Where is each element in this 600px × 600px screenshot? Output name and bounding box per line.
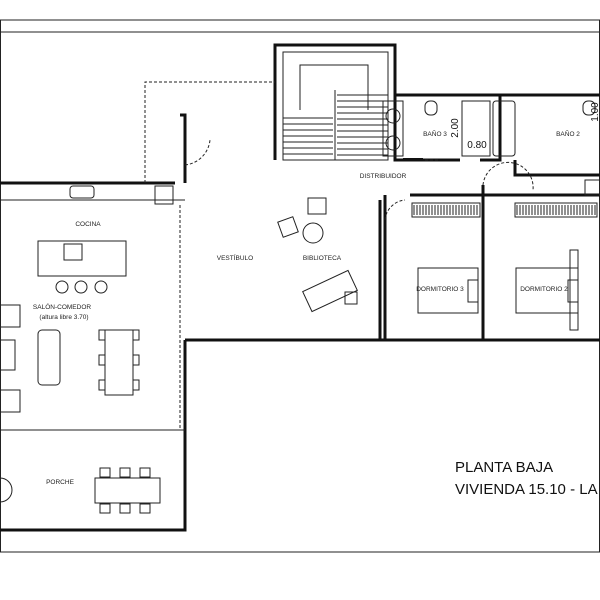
label-porche: PORCHE	[46, 479, 74, 486]
dining-chair	[98, 354, 106, 366]
dining-chair	[132, 379, 140, 391]
label-vestibulo: VESTÍBULO	[217, 253, 253, 262]
dimension-bano-2: 1.00	[590, 102, 600, 122]
label-distribuidor: DISTRIBUIDOR	[360, 173, 407, 180]
label-bano-2: BAÑO 2	[556, 129, 580, 138]
dining-chair	[132, 354, 140, 366]
dashed-lines	[144, 81, 534, 430]
label-dormitorio-3: DORMITORIO 3	[416, 286, 464, 293]
beds	[417, 249, 579, 331]
label-salon-comedor: SALÓN-COMEDOR	[33, 302, 91, 311]
porch-chair	[99, 503, 111, 514]
porch-furniture	[0, 467, 161, 514]
living-furniture	[0, 304, 140, 413]
porch-chair	[119, 503, 131, 514]
dining-chair	[132, 329, 140, 341]
bathroom-fixtures	[382, 100, 600, 196]
dining-chair	[98, 379, 106, 391]
label-bano-3: BAÑO 3	[423, 129, 447, 138]
label-cocina: COCINA	[75, 221, 101, 228]
porch-chair	[99, 467, 111, 478]
dining-chair	[98, 329, 106, 341]
porch-chair	[139, 503, 151, 514]
porch-chair	[139, 467, 151, 478]
label-salon-note: (altura libre 3.70)	[39, 314, 88, 321]
room-labels: DISTRIBUIDOR COCINA VESTÍBULO BIBLIOTECA…	[33, 129, 580, 486]
wardrobes	[411, 202, 598, 218]
plan-title: PLANTA BAJA	[455, 459, 553, 476]
dimension-shower-width: 0.80	[467, 140, 487, 151]
porch-chair	[119, 467, 131, 478]
library-furniture	[277, 197, 358, 313]
walls	[0, 43, 600, 532]
kitchen-furniture	[37, 185, 174, 294]
dimension-labels: 2.00 0.80 1.00	[450, 102, 600, 151]
dimension-shower-length: 2.00	[450, 118, 461, 138]
label-biblioteca: BIBLIOTECA	[303, 255, 342, 262]
plan-subtitle: VIVIENDA 15.10 - LA	[455, 481, 598, 498]
label-dormitorio-2: DORMITORIO 2	[520, 286, 568, 293]
staircase	[282, 51, 389, 161]
